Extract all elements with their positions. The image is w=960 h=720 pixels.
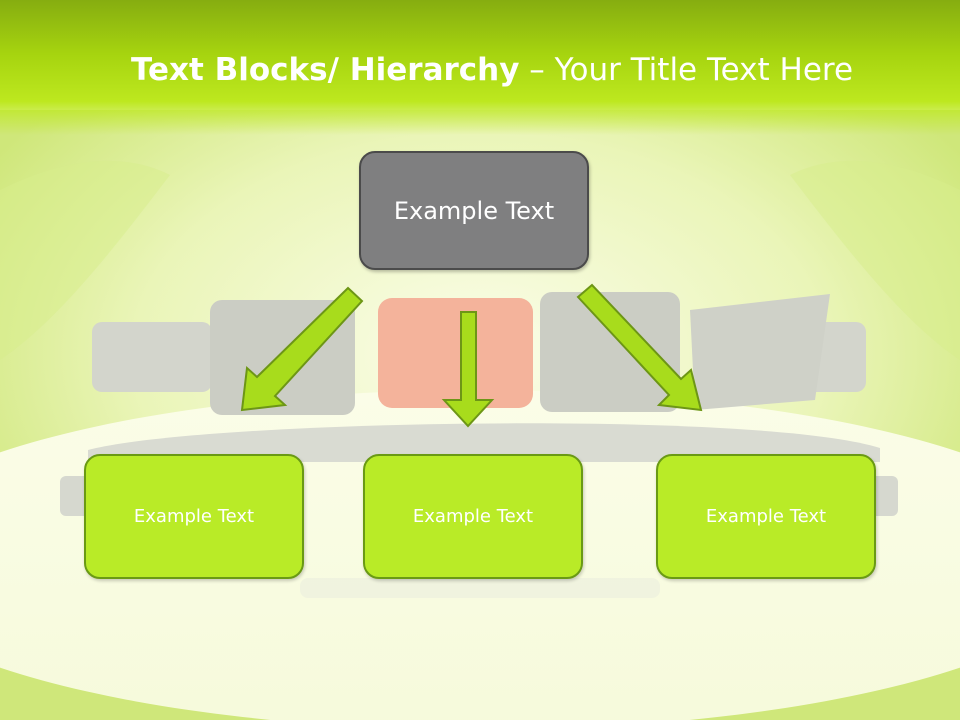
slide-title: Text Blocks/ Hierarchy – Your Title Text… xyxy=(0,52,960,88)
title-regular-part: – Your Title Text Here xyxy=(519,52,854,88)
top-level-box-label: Example Text xyxy=(393,196,555,225)
arrow-right xyxy=(576,283,703,412)
arrow-left xyxy=(240,286,364,412)
arrow-middle xyxy=(441,311,495,428)
title-bold-part: Text Blocks/ Hierarchy xyxy=(130,52,520,88)
child-box-label: Example Text xyxy=(133,506,255,527)
child-box-middle: Example Text xyxy=(363,454,583,579)
child-box-label: Example Text xyxy=(412,506,534,527)
top-level-box: Example Text xyxy=(359,151,589,270)
child-box-left: Example Text xyxy=(84,454,304,579)
child-box-right: Example Text xyxy=(656,454,876,579)
header-band xyxy=(0,0,960,135)
child-box-label: Example Text xyxy=(705,506,827,527)
